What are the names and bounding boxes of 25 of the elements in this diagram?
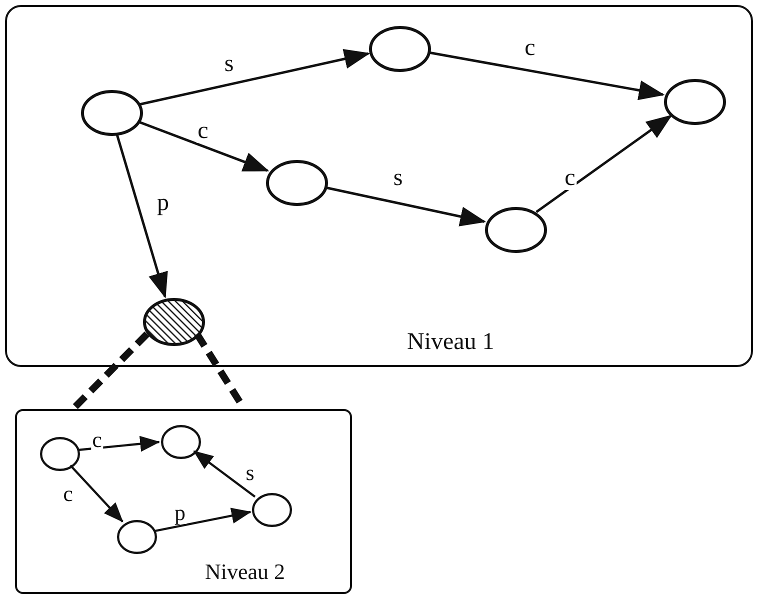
ellipse-node bbox=[40, 437, 80, 471]
arrow bbox=[536, 114, 672, 214]
ellipse-node bbox=[252, 493, 292, 527]
ellipse-node bbox=[485, 207, 547, 253]
arrow bbox=[193, 450, 256, 498]
arrow bbox=[78, 436, 160, 452]
arrow bbox=[70, 464, 124, 522]
arrow bbox=[137, 120, 270, 172]
arrow bbox=[115, 133, 168, 299]
ellipse-node bbox=[266, 160, 328, 206]
arrow bbox=[139, 49, 370, 106]
panel-title: Niveau 1 bbox=[407, 329, 494, 356]
level-panel bbox=[5, 5, 753, 367]
level-panel bbox=[15, 409, 352, 594]
dashed-connector bbox=[72, 332, 150, 410]
panel-title: Niveau 2 bbox=[205, 559, 286, 585]
arrow bbox=[428, 51, 665, 100]
hatched-ellipse bbox=[143, 298, 205, 346]
ellipse-node bbox=[664, 79, 726, 125]
ellipse-node bbox=[369, 26, 431, 72]
ellipse-node bbox=[81, 90, 143, 136]
arrow bbox=[324, 186, 486, 226]
arrow bbox=[154, 508, 252, 532]
ellipse-node bbox=[161, 425, 201, 459]
ellipse-node bbox=[117, 520, 157, 554]
